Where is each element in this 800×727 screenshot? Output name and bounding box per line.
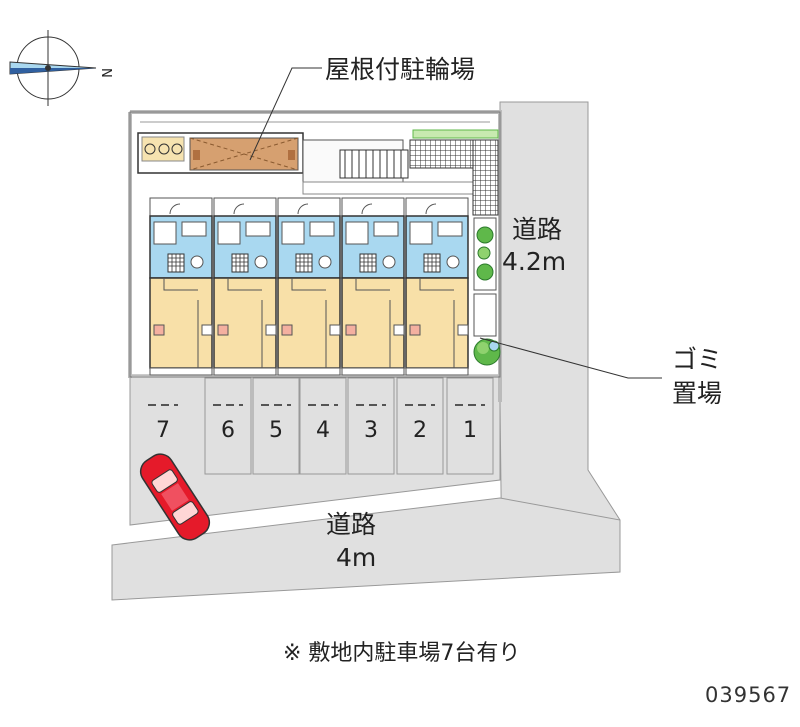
property-code: 039567 <box>705 683 791 707</box>
compass-north-label: N <box>98 68 113 78</box>
parking-space-number: 7 <box>156 418 170 443</box>
parking-space-number: 4 <box>316 418 330 443</box>
road-bottom-width: 4m <box>336 543 376 572</box>
parking-space: 2 <box>396 377 444 475</box>
road-right-width: 4.2m <box>502 247 566 276</box>
apartment-units <box>149 197 469 376</box>
road-right-name: 道路 <box>512 215 562 244</box>
apartment-unit <box>277 197 341 376</box>
garbage-label-line1: ゴミ <box>672 345 722 374</box>
green-hedge-top <box>412 129 499 139</box>
parking-space: 6 <box>204 377 252 475</box>
site-boundary <box>128 110 502 402</box>
apartment-unit <box>341 197 405 376</box>
entrance-stairs <box>302 139 474 195</box>
parking-space-number: 1 <box>463 418 477 443</box>
parking-space: 3 <box>347 377 395 475</box>
shrub-strip <box>473 217 497 291</box>
parking-space-number: 3 <box>364 418 378 443</box>
parking-space: 7 <box>148 404 178 443</box>
parking-space: 1 <box>446 377 494 475</box>
leader-lines <box>249 67 662 379</box>
bicycle-parking-label: 屋根付駐輪場 <box>325 55 475 84</box>
parking-space-number: 6 <box>221 418 235 443</box>
apartment-unit <box>405 197 469 376</box>
grid-strip <box>409 139 499 216</box>
parking-space: 5 <box>252 377 300 475</box>
apartment-unit <box>213 197 277 376</box>
garbage-area <box>473 293 501 366</box>
bike-parking-shelter <box>137 132 304 174</box>
parking-stalls: 7 6 5 4 3 2 1 <box>148 377 494 475</box>
garbage-label-line2: 置場 <box>672 379 722 408</box>
apartment-unit <box>149 197 213 376</box>
parking-footnote: ※ 敷地内駐車場7台有り <box>283 641 520 666</box>
road-bottom <box>111 497 621 601</box>
parking-space-number: 2 <box>413 418 427 443</box>
compass-icon <box>9 30 97 106</box>
parking-space: 4 <box>299 377 347 475</box>
car-icon <box>139 453 211 541</box>
road-bottom-name: 道路 <box>326 510 376 539</box>
parking-space-number: 5 <box>269 418 283 443</box>
